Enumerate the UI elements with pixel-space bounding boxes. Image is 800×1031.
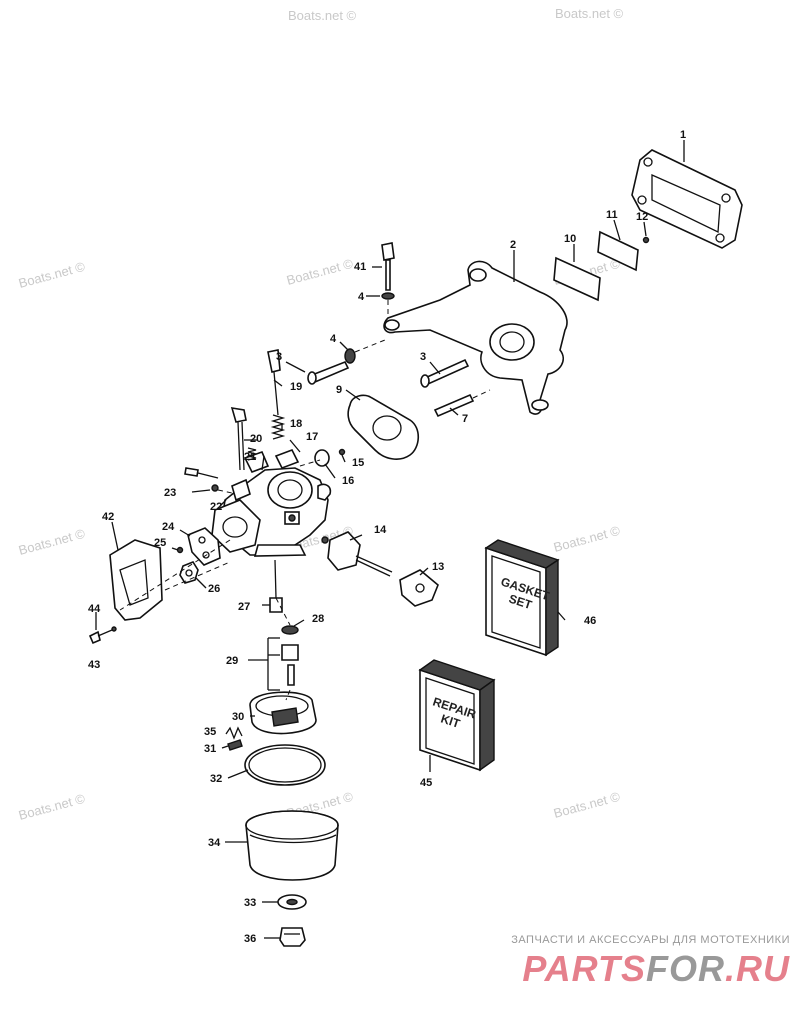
- knob-13: [399, 569, 439, 607]
- repair-box-line2: KIT: [439, 712, 462, 731]
- callout-7: 7: [462, 413, 468, 425]
- reed-plates: [553, 230, 650, 302]
- stud-7: [433, 393, 475, 418]
- callout-21: 21: [244, 451, 256, 463]
- nut-26: [179, 561, 199, 584]
- callout-3-left: 3: [276, 351, 282, 363]
- watermark: Boats.net ©: [17, 791, 87, 823]
- bolt-3-right: [420, 358, 470, 388]
- screw-25: [176, 546, 184, 554]
- needle-27: [269, 559, 283, 613]
- spring-18: [247, 447, 257, 461]
- callout-9: 9: [336, 384, 342, 396]
- callout-45: 45: [420, 777, 432, 789]
- callout-32: 32: [210, 773, 222, 785]
- callout-30: 30: [232, 711, 244, 723]
- gasket-1: [631, 149, 743, 249]
- washer-28: [281, 625, 299, 635]
- callout-11: 11: [606, 209, 618, 221]
- bowl-gasket-32: [244, 744, 326, 786]
- callout-44: 44: [88, 603, 101, 615]
- watermark: Boats.net ©: [17, 259, 87, 291]
- callout-26: 26: [208, 583, 220, 595]
- choke-linkage-19: [267, 349, 286, 440]
- drain-screw-36: [279, 927, 306, 947]
- callout-4-mid: 4: [330, 333, 337, 345]
- callout-13: 13: [432, 561, 444, 573]
- washer-22: [211, 484, 219, 492]
- watermark: Boats.net ©: [285, 256, 355, 288]
- callout-19: 19: [290, 381, 302, 393]
- callout-23: 23: [164, 487, 176, 499]
- callout-33: 33: [244, 897, 256, 909]
- screw-23: [184, 467, 219, 479]
- callout-17: 17: [306, 431, 318, 443]
- jet-29: [281, 644, 299, 686]
- adjust-valve-14: [321, 531, 393, 577]
- logo-part1: PARTS: [522, 948, 646, 989]
- bolt-3-left: [307, 360, 350, 385]
- callout-20: 20: [250, 433, 262, 445]
- throttle-lever-20: [230, 407, 247, 471]
- repair-kit-box: [418, 659, 496, 772]
- bracket-24: [187, 527, 221, 566]
- watermark: Boats.net ©: [555, 6, 624, 21]
- callout-22: 22: [210, 501, 222, 513]
- callout-27: 27: [238, 601, 250, 613]
- callout-31: 31: [204, 743, 216, 755]
- bracket-42: [109, 539, 163, 621]
- callout-25: 25: [154, 537, 166, 549]
- gasket-9: [347, 394, 420, 460]
- callout-14: 14: [374, 524, 387, 536]
- callout-18: 18: [290, 418, 302, 430]
- carburetor-body: [211, 448, 332, 557]
- watermark: Boats.net ©: [552, 523, 622, 555]
- callout-15: 15: [352, 457, 364, 469]
- logo-part2: FOR: [646, 948, 725, 989]
- callout-46: 46: [584, 615, 596, 627]
- washer-33: [277, 894, 307, 910]
- spring-35: [225, 726, 243, 740]
- callout-41: 41: [354, 261, 366, 273]
- callout-35: 35: [204, 726, 216, 738]
- callout-4-top: 4: [358, 291, 365, 303]
- callout-1: 1: [680, 129, 686, 141]
- gasket-set-box: [484, 539, 560, 657]
- callout-2: 2: [510, 239, 516, 251]
- callout-24: 24: [162, 521, 175, 533]
- screw-43: [88, 626, 117, 645]
- callout-43: 43: [88, 659, 100, 671]
- callout-28: 28: [312, 613, 324, 625]
- float-bowl-34: [245, 810, 339, 881]
- pin-31: [227, 739, 243, 751]
- callout-34: 34: [208, 837, 221, 849]
- callout-29: 29: [226, 655, 238, 667]
- watermark: Boats.net ©: [552, 789, 622, 821]
- logo-part3: .RU: [725, 948, 790, 989]
- watermark: Boats.net ©: [17, 526, 87, 558]
- washer-4: [344, 348, 356, 364]
- float-30: [249, 691, 317, 735]
- partsfor-logo[interactable]: PARTSFOR.RU: [490, 948, 790, 990]
- callout-36: 36: [244, 933, 256, 945]
- callout-10: 10: [564, 233, 576, 245]
- callout-12: 12: [636, 211, 648, 223]
- callout-16: 16: [342, 475, 354, 487]
- callout-42: 42: [102, 511, 114, 523]
- footer-tagline: ЗАПЧАСТИ И АКСЕССУАРЫ ДЛЯ МОТОТЕХНИКИ: [511, 934, 790, 946]
- bolt-41: [381, 242, 395, 300]
- leader-lines: [95, 140, 685, 939]
- callout-3-right: 3: [420, 351, 426, 363]
- watermark: Boats.net ©: [288, 8, 357, 23]
- screw-15: [338, 448, 346, 456]
- washer-16: [314, 449, 330, 467]
- intake-manifold: [383, 260, 568, 415]
